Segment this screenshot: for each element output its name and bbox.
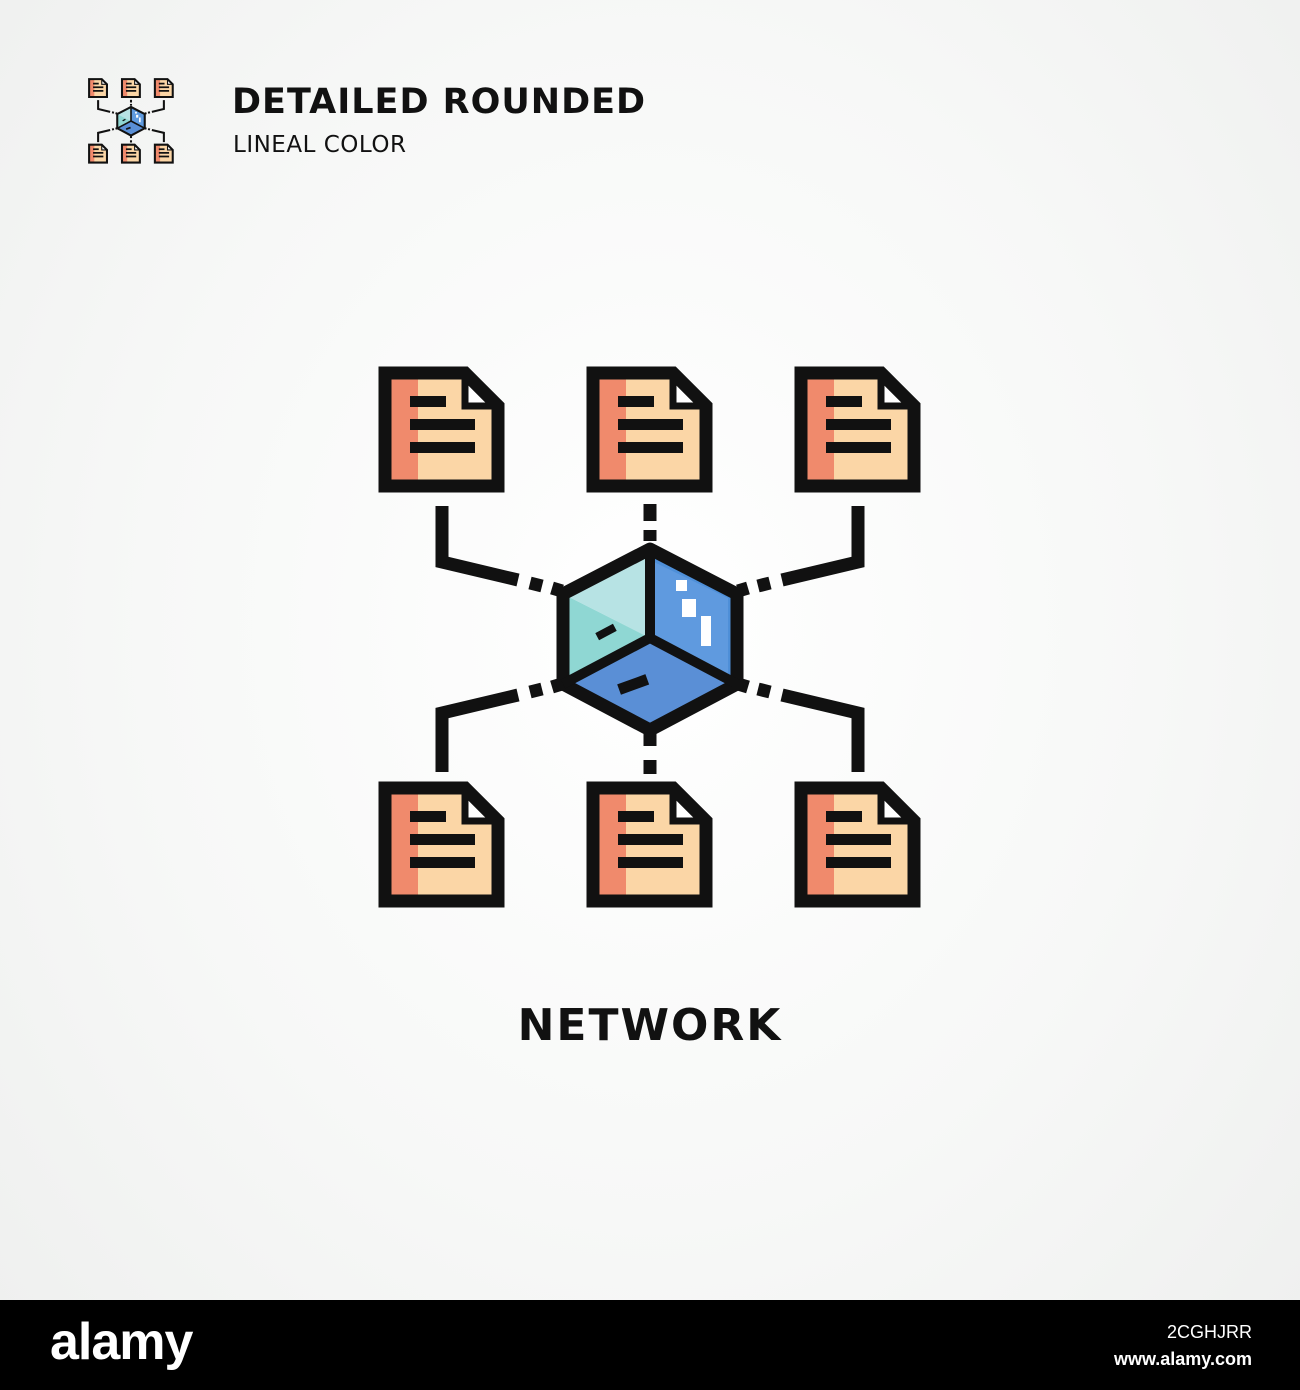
header-subtitle: LINEAL COLOR (233, 132, 407, 158)
header-title: DETAILED ROUNDED (232, 82, 647, 122)
site-url: www.alamy.com (1113, 1349, 1252, 1369)
header: DETAILED ROUNDED LINEAL COLOR (86, 78, 786, 168)
network-icon-small (86, 78, 176, 164)
footer-bar: alamy 2CGHJRR www.alamy.com (0, 1300, 1300, 1390)
network-icon (378, 366, 922, 910)
alamy-logo: alamy (50, 1313, 193, 1371)
icon-label: NETWORK (517, 1000, 783, 1051)
image-id: 2CGHJRR (1166, 1322, 1252, 1342)
